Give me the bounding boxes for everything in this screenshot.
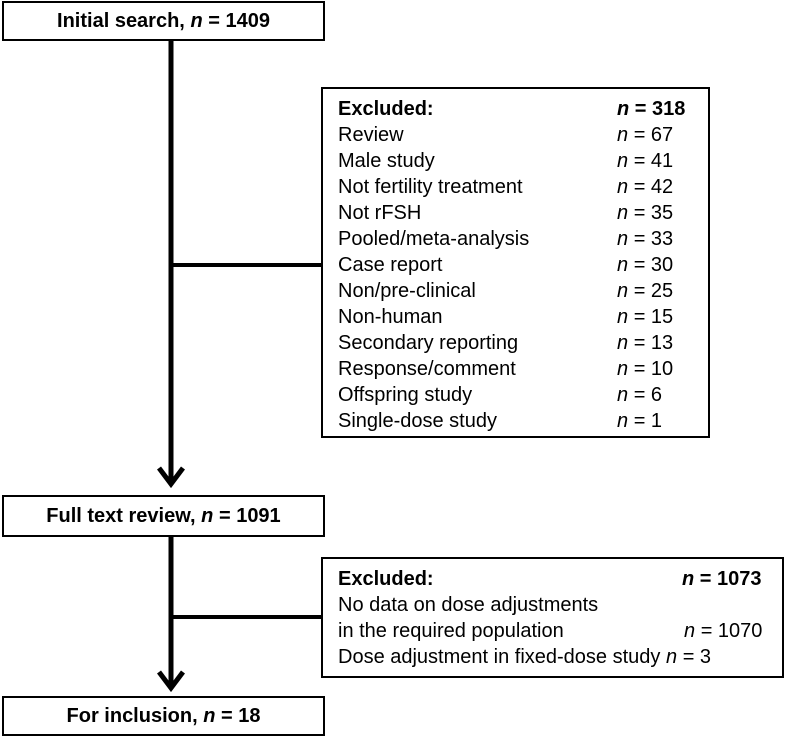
n-symbol: n	[617, 384, 629, 406]
for-inclusion-box: For inclusion, n = 18	[2, 696, 325, 736]
exclusion-1-row-label: Male study	[338, 150, 435, 172]
full-text-review-n-symbol: n	[201, 504, 214, 527]
exclusion-1-row-n: n = 15	[617, 305, 673, 329]
exclusion-1-row-n: n = 30	[617, 253, 673, 277]
exclusion-1-row-n: n = 25	[617, 279, 673, 303]
exclusion-2-row-label-line1: No data on dose adjustments	[338, 594, 599, 616]
n-symbol: n	[617, 150, 629, 172]
n-symbol: n	[617, 176, 629, 198]
n-symbol: n	[617, 202, 629, 224]
n-value: = 10	[633, 358, 674, 380]
exclusion-1-row-n: n = 67	[617, 123, 673, 147]
exclusion-1-row-label: Non/pre-clinical	[338, 280, 476, 302]
n-value: = 25	[633, 280, 674, 302]
exclusion-1-row-n: n = 1	[617, 409, 662, 433]
exclusion-2-header-n-value: = 1073	[699, 568, 762, 590]
for-inclusion-n-symbol: n	[203, 704, 216, 727]
exclusion-1-row-n: n = 6	[617, 383, 662, 407]
exclusion-2-row-n: n = 1070	[684, 619, 762, 643]
exclusion-box-1: Excluded: n = 318 Review n = 67 Male stu…	[321, 87, 710, 438]
exclusion-1-row-n: n = 35	[617, 201, 673, 225]
exclusion-1-header-n-value: = 318	[634, 98, 686, 120]
n-symbol: n	[617, 358, 629, 380]
initial-search-n-symbol: n	[190, 9, 203, 32]
exclusion-1-row-label: Case report	[338, 254, 443, 276]
n-value: = 1070	[700, 620, 763, 642]
n-value: = 6	[633, 384, 663, 406]
exclusion-1-row-n: n = 33	[617, 227, 673, 251]
full-text-review-n-value: = 1091	[218, 504, 281, 527]
exclusion-1-row-n: n = 10	[617, 357, 673, 381]
n-value: = 1	[633, 410, 663, 432]
n-value: = 3	[682, 646, 712, 668]
exclusion-box-2: Excluded: n = 1073 No data on dose adjus…	[321, 557, 784, 678]
n-symbol: n	[617, 254, 629, 276]
exclusion-1-row-label: Not rFSH	[338, 202, 422, 224]
exclusion-1-row-label: Single-dose study	[338, 410, 497, 432]
for-inclusion-label: For inclusion,	[66, 704, 198, 727]
exclusion-1-row-label: Pooled/meta-analysis	[338, 228, 530, 250]
initial-search-n-value: = 1409	[208, 9, 270, 32]
n-value: = 42	[633, 176, 674, 198]
n-value: = 33	[633, 228, 674, 250]
n-symbol: n	[617, 124, 629, 146]
exclusion-2-row-n: n = 3	[666, 645, 711, 669]
exclusion-1-row-n: n = 13	[617, 331, 673, 355]
for-inclusion-n-value: = 18	[220, 704, 261, 727]
exclusion-1-header-n-symbol: n	[617, 98, 630, 120]
flow-arrowhead-1	[157, 466, 185, 489]
flow-arrowhead-2	[157, 670, 185, 693]
exclusion-2-header-n: n = 1073	[682, 567, 762, 591]
exclusion-1-header-n: n = 318	[617, 97, 685, 121]
n-symbol: n	[617, 280, 629, 302]
exclusion-1-row-n: n = 42	[617, 175, 673, 199]
n-symbol: n	[666, 646, 678, 668]
exclusion-1-row-label: Offspring study	[338, 384, 473, 406]
n-symbol: n	[617, 410, 629, 432]
full-text-review-box: Full text review, n = 1091	[2, 495, 325, 537]
exclusion-2-header-n-symbol: n	[682, 568, 695, 590]
n-symbol: n	[617, 228, 629, 250]
full-text-review-label: Full text review,	[46, 504, 196, 527]
n-value: = 15	[633, 306, 674, 328]
n-value: = 35	[633, 202, 674, 224]
initial-search-label: Initial search,	[57, 9, 185, 32]
exclusion-2-row-label-line2: in the required population	[338, 620, 564, 642]
initial-search-box: Initial search, n = 1409	[2, 1, 325, 41]
n-value: = 13	[633, 332, 674, 354]
exclusion-1-row-label: Non-human	[338, 306, 443, 328]
n-value: = 30	[633, 254, 674, 276]
n-symbol: n	[617, 332, 629, 354]
exclusion-1-row-label: Secondary reporting	[338, 332, 519, 354]
exclusion-1-row-n: n = 41	[617, 149, 673, 173]
exclusion-1-row-label: Not fertility treatment	[338, 176, 523, 198]
exclusion-1-row-label: Response/comment	[338, 358, 516, 380]
exclusion-1-header-label: Excluded:	[338, 98, 434, 120]
n-symbol: n	[684, 620, 696, 642]
exclusion-2-row-label: Dose adjustment in fixed-dose study	[338, 646, 661, 668]
n-symbol: n	[617, 306, 629, 328]
exclusion-1-row-label: Review	[338, 124, 404, 146]
exclusion-2-header-label: Excluded:	[338, 568, 434, 590]
n-value: = 67	[633, 124, 674, 146]
n-value: = 41	[633, 150, 674, 172]
